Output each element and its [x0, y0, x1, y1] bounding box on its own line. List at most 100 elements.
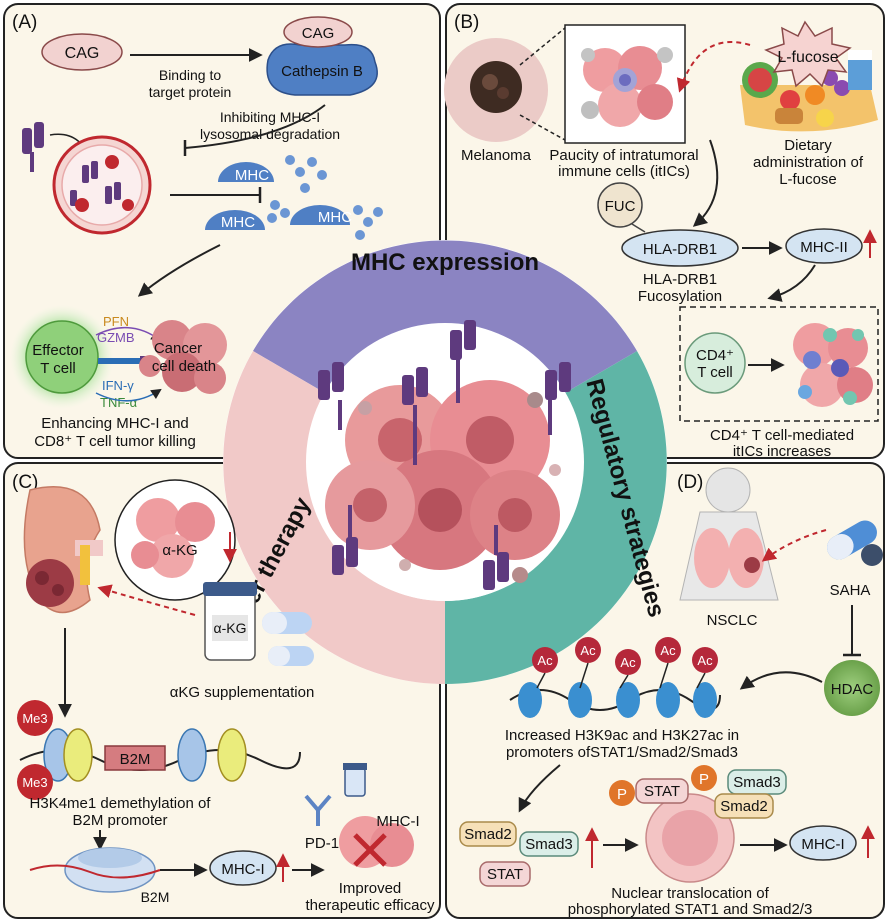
- dietary-label-1: Dietary: [784, 137, 832, 154]
- acetyl-stem: [579, 662, 589, 689]
- cd4-dashed-box: [679, 306, 879, 422]
- cag-bound: [283, 16, 353, 48]
- acetyl-label: Ac: [537, 653, 553, 668]
- me3-label-top: Me3: [22, 711, 47, 726]
- mhc-label-2: MHC: [221, 214, 255, 231]
- mhc-i-node-d: [789, 825, 857, 861]
- stat-p-node: [635, 778, 689, 804]
- acetyl-marker: [692, 647, 718, 673]
- saha-label: SAHA: [830, 582, 871, 599]
- me3-marker-top: [17, 700, 53, 736]
- human-lungs-illustration: [679, 467, 779, 601]
- panel-d-caption-2: phosphorylated STAT1 and Smad2/3: [568, 901, 813, 918]
- cag-molecule: [41, 33, 123, 71]
- acetyl-label: Ac: [660, 643, 676, 658]
- panel-b-caption-2: itICs increases: [733, 443, 831, 460]
- melanoma-label: Melanoma: [461, 147, 532, 164]
- mhc-label-3: MHC: [318, 209, 352, 226]
- h3k4-label-2: B2M promoter: [72, 812, 167, 829]
- acetyl-marker: [575, 637, 601, 663]
- effector-label-1: Effector: [32, 342, 83, 359]
- mhc-proteins: [205, 155, 383, 240]
- kidney-tumor: [26, 559, 74, 607]
- hla-fuc-label-1: HLA-DRB1: [643, 271, 717, 288]
- improved-label-1: Improved: [339, 880, 402, 897]
- ring-segment-regulatory: [445, 351, 667, 684]
- acetyl-label: Ac: [620, 655, 636, 670]
- smad2-p-node: [714, 793, 774, 819]
- mhc-i-label-d: MHC-I: [801, 836, 844, 853]
- binding-label-1: Binding to: [159, 67, 221, 83]
- improved-label-2: therapeutic efficacy: [306, 897, 435, 914]
- hla-drb1-label: HLA-DRB1: [643, 241, 717, 258]
- smad2-node: [459, 821, 517, 847]
- cancer-cell-cluster: [139, 320, 227, 394]
- smad3-node: [519, 831, 579, 857]
- hla-fuc-label-2: Fucosylation: [638, 288, 722, 305]
- panel-a-caption-1: Enhancing MHC-I and: [41, 415, 189, 432]
- smad2-p-label: Smad2: [720, 798, 768, 815]
- me3-marker-bottom: [17, 764, 53, 800]
- mhc-receptor-icon: [318, 320, 571, 590]
- increased-label-2: promoters ofSTAT1/Smad2/Smad3: [506, 744, 738, 761]
- acetyl-marker: [532, 647, 558, 673]
- mhc-receptor-icon: [22, 122, 44, 172]
- ribosome-illustration: [29, 847, 161, 893]
- akg-label: α-KG: [162, 542, 197, 559]
- effector-t-cell: [25, 320, 99, 394]
- ring-label-mhc-expression: MHC expression: [351, 249, 539, 276]
- b2m-gene-label: B2M: [120, 751, 151, 768]
- smad3-label: Smad3: [525, 836, 573, 853]
- dietary-label-3: L-fucose: [779, 171, 837, 188]
- lfucose-label: L-fucose: [777, 49, 838, 66]
- mhc-i-label-c: MHC-I: [221, 861, 264, 878]
- dietary-label-2: administration of: [753, 154, 864, 171]
- cathepsin-b-protein: [266, 43, 378, 96]
- panel-b-caption-1: CD4⁺ T cell-mediated: [710, 427, 854, 444]
- fucose-dashed-arrow: [676, 41, 751, 93]
- acetyl-stem: [619, 674, 629, 689]
- cathepsin-b-label: Cathepsin B: [281, 63, 363, 80]
- mhc-label-1: MHC: [235, 167, 269, 184]
- drug-bottle-icon: [344, 767, 366, 797]
- effector-label-2: T cell: [40, 360, 76, 377]
- me3-label-bottom: Me3: [22, 775, 47, 790]
- cd4-label-1: CD4⁺: [696, 347, 734, 364]
- b2m-mrna-label: B2M: [141, 889, 170, 905]
- hdac-enzyme: [824, 660, 880, 716]
- mhc-ii-node: [785, 228, 863, 264]
- mhc-i-tumor-label: MHC-I: [376, 813, 419, 830]
- hla-drb1-node: [621, 229, 739, 267]
- cd4-t-cell: [684, 332, 746, 394]
- antibody-icon: [304, 794, 332, 826]
- panel-c-label: (C): [12, 472, 38, 493]
- ring-segment-mhc-expression: [253, 240, 637, 393]
- mhc-i-node-c: [209, 850, 277, 886]
- acetylated-chromatin: [509, 682, 721, 718]
- acetyl-stem: [659, 662, 669, 689]
- lfucose-burst: [764, 20, 852, 88]
- phospho-label-1: P: [617, 786, 627, 803]
- acetyl-marker: [615, 649, 641, 675]
- fuc-molecule: [597, 182, 643, 228]
- smad3-p-label: Smad3: [733, 774, 781, 791]
- phospho-marker-1: [609, 780, 635, 806]
- nucleus-illustration: [645, 793, 735, 883]
- ifn-label: IFN-γ: [102, 378, 134, 393]
- pfn-label: PFN: [103, 314, 129, 329]
- cancer-death-label-1: Cancer: [154, 340, 202, 357]
- h3k4-label-1: H3K4me1 demethylation of: [30, 795, 212, 812]
- arrow-to-hla: [692, 139, 719, 227]
- acetyl-stem: [536, 672, 546, 689]
- gzmb-label: GZMB: [97, 330, 135, 345]
- acetyl-label: Ac: [580, 643, 596, 658]
- acetyl-stem: [696, 672, 706, 689]
- ring-segment-cancer-therapy: [223, 351, 445, 684]
- hdac-label: HDAC: [831, 681, 874, 698]
- mhc-ii-label: MHC-II: [800, 239, 848, 256]
- nsclc-label: NSCLC: [707, 612, 758, 629]
- immune-infiltrated-tumor: [793, 323, 873, 407]
- phospho-marker-2: [691, 765, 717, 791]
- panel-a-caption-2: CD8⁺ T cell tumor killing: [34, 433, 196, 450]
